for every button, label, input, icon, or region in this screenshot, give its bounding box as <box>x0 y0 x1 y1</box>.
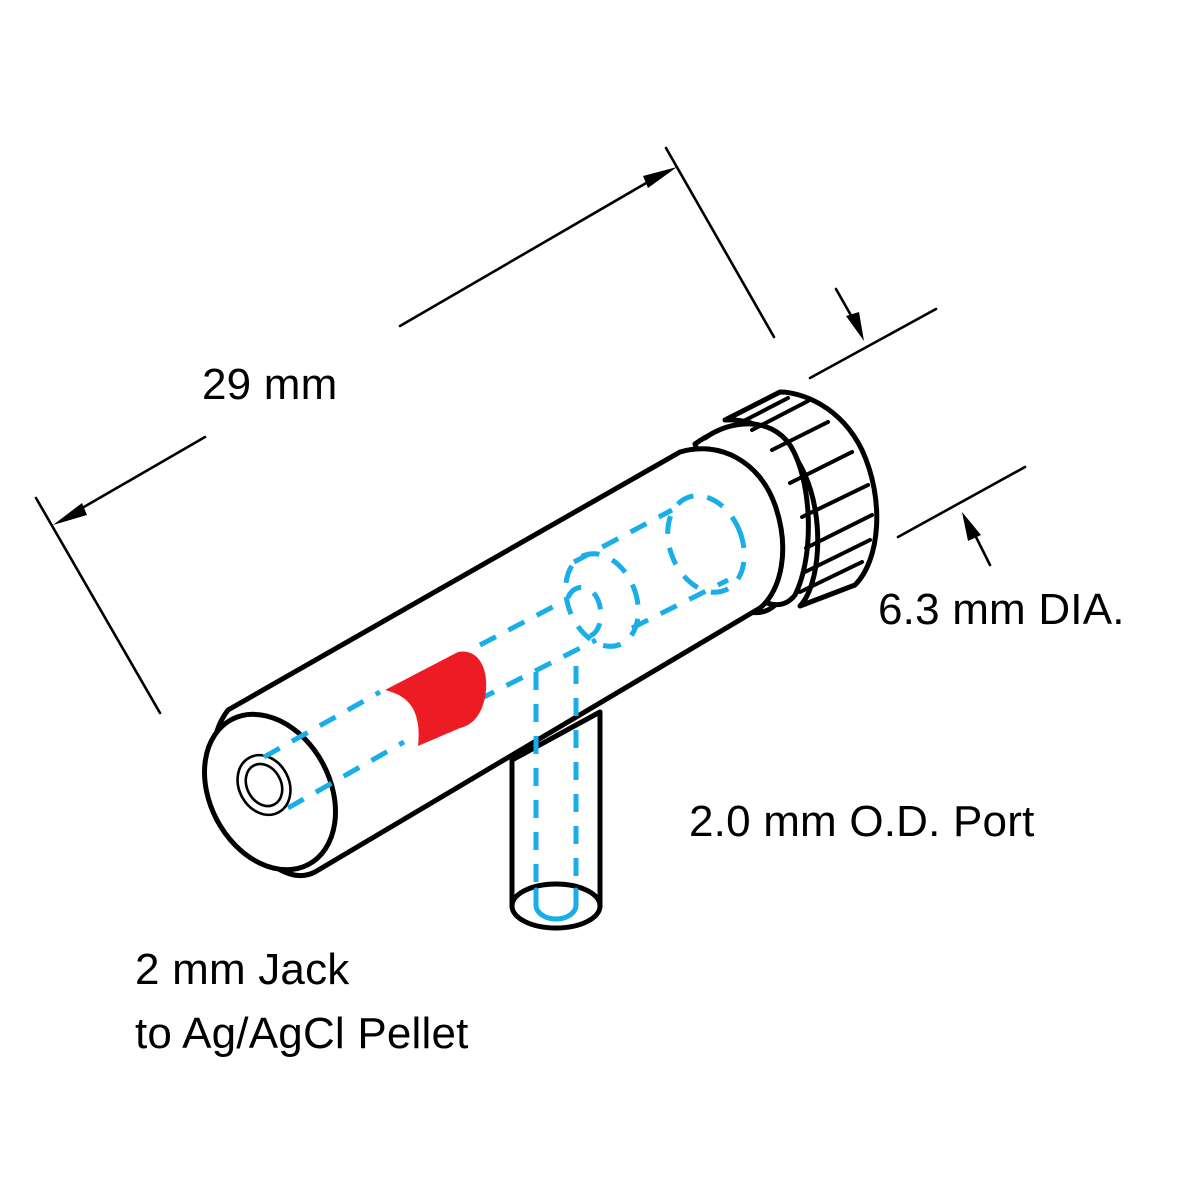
jack-label: 2 mm Jack to Ag/AgCl Pellet <box>135 938 469 1066</box>
knurl-line <box>788 450 854 485</box>
bore-step-arc <box>565 584 604 639</box>
extension-line-right <box>664 146 776 339</box>
knurl-line <box>803 538 872 574</box>
jack-socket-outer <box>236 753 292 817</box>
length-label: 29 mm <box>202 360 338 409</box>
knurl-line <box>798 560 864 594</box>
dimension-line-left <box>68 435 207 517</box>
pellet-shape <box>385 651 487 746</box>
knurl-line <box>734 396 790 427</box>
extension-line-left <box>34 496 162 715</box>
arrowhead-right-icon <box>643 167 677 188</box>
diameter-leader-bottom <box>973 533 992 567</box>
port-bore-end <box>533 887 579 922</box>
diameter-extension-top <box>808 307 938 380</box>
knurl-line <box>800 483 870 519</box>
knurl-line <box>804 513 874 550</box>
chamber-line-bottom <box>630 577 730 631</box>
jack-label-line2: to Ag/AgCl Pellet <box>135 1009 469 1058</box>
diameter-arrowhead-top-icon <box>846 312 864 341</box>
jack-socket-inner <box>244 762 284 808</box>
pellet <box>385 651 487 746</box>
bore-line-top-mid <box>478 597 568 648</box>
diameter-arrowhead-bottom-icon <box>962 512 981 541</box>
diameter-dimension <box>808 287 1027 567</box>
diameter-extension-bottom <box>896 465 1027 539</box>
bore-line-bottom-front <box>286 739 406 811</box>
body-front-face <box>202 711 338 873</box>
diameter-label: 6.3 mm DIA. <box>878 585 1125 634</box>
knurl-line <box>750 399 810 432</box>
dimension-line-right <box>398 173 662 328</box>
bore-line-bottom-mid <box>476 637 598 703</box>
knurl-line <box>770 420 830 452</box>
length-dimension <box>34 146 776 715</box>
port-label: 2.0 mm O.D. Port <box>689 797 1035 846</box>
bore-line-top-front <box>262 689 382 760</box>
internal-channel <box>262 493 747 922</box>
arrowhead-left-icon <box>53 503 87 525</box>
jack-label-line1: 2 mm Jack <box>135 945 350 994</box>
chamber-rear-ellipse <box>665 493 747 595</box>
chamber-front-ellipse <box>563 551 641 649</box>
